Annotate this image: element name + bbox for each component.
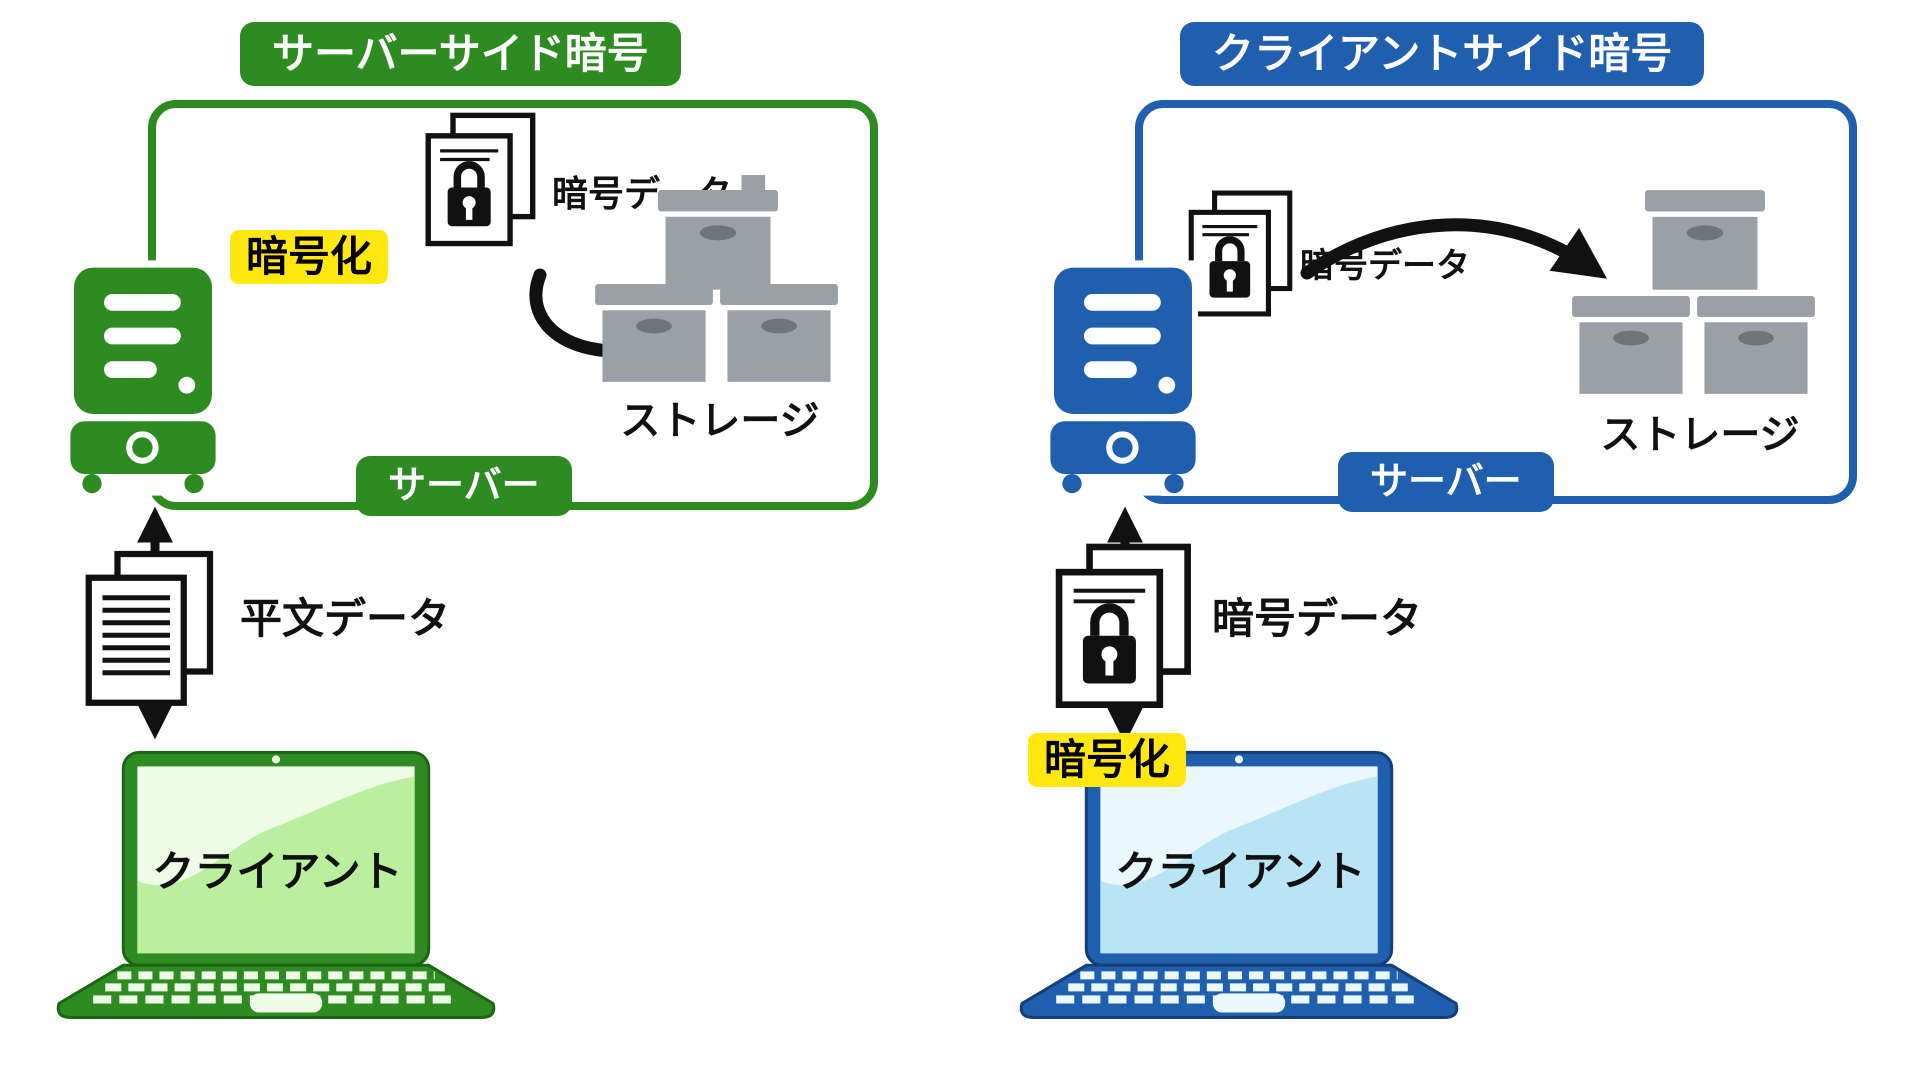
storage-box-icon [658,175,778,290]
client-label: クライアント [152,847,403,896]
storage-box-icon [1572,296,1690,394]
transfer-data-label: 平文データ [240,594,451,643]
storage-box-icon [1697,296,1815,394]
encrypt-badge: 暗号化 [230,230,389,285]
storage-label: ストレージ [1600,412,1800,458]
plain-document-icon [85,550,214,706]
encrypted-document-icon [425,112,536,247]
encrypt-badge: 暗号化 [1028,733,1187,788]
panel-title-badge: サーバーサイド暗号 [240,22,681,87]
server-badge: サーバー [356,456,572,516]
transfer-data-label: 暗号データ [1212,594,1423,643]
encrypted-document-icon [1055,543,1191,709]
upload-arrow-icon [1300,218,1608,280]
server-icon [1048,260,1198,496]
panel-title-badge: クライアントサイド暗号 [1180,22,1705,87]
storage-box-icon [1645,190,1765,290]
server-badge: サーバー [1338,452,1554,512]
laptop-icon [1019,750,1459,1020]
client-label: クライアント [1115,847,1366,896]
encrypted-document-icon [1188,190,1293,317]
storage-label: ストレージ [620,398,820,444]
storage-box-icon [595,284,713,382]
laptop-icon [56,750,496,1020]
server-icon [68,260,218,496]
storage-box-icon [720,284,838,382]
